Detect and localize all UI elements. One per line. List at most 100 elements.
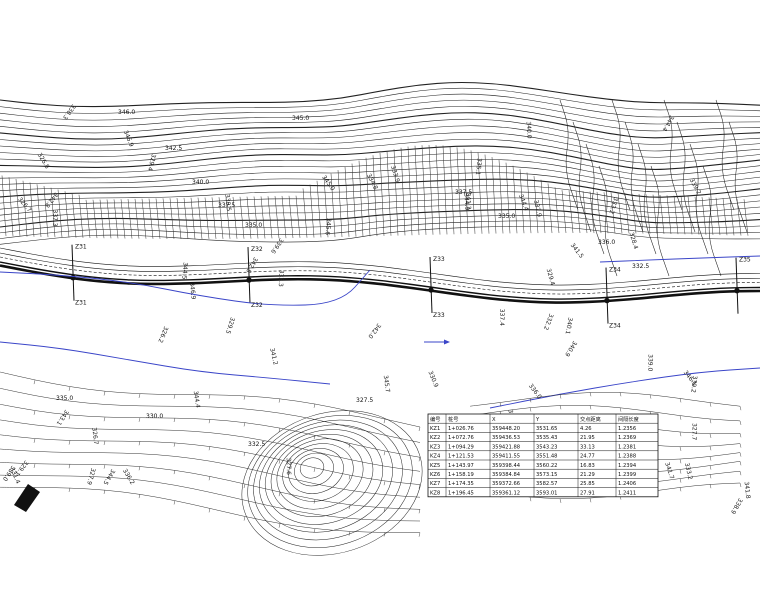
contour-line (0, 215, 760, 234)
hatch-stroke (561, 190, 567, 234)
contour-tick (173, 500, 176, 505)
table-cell: 3593.01 (536, 490, 557, 496)
contour-tick (739, 461, 742, 466)
contour-line (0, 159, 760, 182)
hill-contour (276, 438, 364, 510)
contour-tick (68, 464, 71, 469)
contour-line (0, 178, 760, 198)
contour-line (0, 220, 760, 239)
hatch-stroke (617, 192, 623, 234)
contour-tick (68, 487, 71, 492)
hatch-stroke (624, 193, 630, 234)
hill-contour (294, 452, 334, 487)
elevation-point: 332.3 (277, 269, 285, 287)
hatch-stroke (568, 190, 574, 234)
hatch-stroke (729, 198, 735, 236)
table-cell: 1.2369 (618, 435, 636, 441)
table-cell: 3551.48 (536, 454, 557, 460)
contour-tick (679, 415, 682, 420)
elevation-point: 346.9 (188, 282, 197, 300)
table-cell: 1.2388 (618, 454, 636, 460)
table-cell: 4.26 (580, 426, 592, 432)
hatch-stroke (85, 199, 91, 238)
elevation-point: 327.9 (85, 467, 96, 486)
hatch-stroke (29, 182, 35, 237)
road-edge-line (0, 264, 760, 304)
contour-line (598, 165, 618, 277)
hatch-stroke (281, 195, 287, 239)
elevation-point: 344.5 (180, 262, 188, 280)
hatch-stroke (470, 150, 476, 234)
contour-value: 332.5 (632, 263, 649, 270)
contour-tick (383, 508, 386, 513)
contour-tick (278, 459, 281, 464)
hatch-stroke (253, 196, 259, 239)
table-cell: 1+143.97 (448, 463, 474, 469)
contour-tick (243, 422, 246, 427)
elevation-point: 328.4 (628, 232, 640, 251)
contour-value: 340.0 (192, 179, 209, 186)
elevation-point: 337.3 (51, 209, 58, 226)
section-label: Z32 (251, 246, 263, 253)
contour-value: 335.0 (245, 222, 262, 229)
elevation-point: 327.7 (690, 423, 697, 440)
hatch-stroke (708, 197, 714, 235)
hatch-stroke (169, 198, 175, 239)
table-cell: 1+026.76 (448, 426, 474, 432)
contour-tick (103, 417, 106, 422)
contour-tick (348, 410, 351, 416)
hatch-stroke (442, 145, 448, 235)
contour-tick (679, 469, 682, 474)
table-cell: 3560.22 (536, 463, 557, 469)
contour-tick (559, 394, 562, 399)
river-line (0, 341, 331, 385)
contour-line (676, 121, 696, 233)
contour-tick (619, 392, 622, 397)
elevation-point: 329.4 (146, 153, 157, 172)
river-line (0, 269, 371, 306)
contour-tick (529, 407, 532, 412)
hatch-stroke (225, 197, 231, 239)
hatch-stroke (232, 196, 238, 239)
hatch-stroke (694, 196, 700, 235)
contour-tick (679, 478, 682, 483)
elevation-point: 339.5 (223, 194, 232, 212)
hatch-stroke (379, 152, 385, 236)
contour-tick (348, 531, 351, 536)
contour-tick (619, 407, 622, 412)
contour-line (572, 121, 592, 233)
contour-line (0, 434, 421, 485)
contour-tick (33, 410, 36, 415)
hatch-stroke (736, 198, 742, 236)
table-cell: 359448.20 (492, 426, 520, 432)
contour-line (0, 152, 760, 176)
contour-tick (679, 487, 682, 492)
contour-tick (709, 402, 712, 407)
hatch-stroke (449, 146, 455, 235)
contour-tick (499, 402, 502, 407)
hatch-stroke (743, 199, 749, 236)
hatch-stroke (316, 180, 322, 238)
contour-tick (383, 419, 386, 424)
hatch-stroke (64, 191, 70, 238)
hatch-stroke (722, 198, 728, 236)
table-header-cell: 编号 (430, 415, 440, 423)
table-cell: 359372.66 (492, 481, 520, 487)
elevation-point: 339.0 (646, 354, 653, 371)
contour-line (637, 143, 657, 255)
contour-tick (138, 466, 141, 471)
hatch-stroke (204, 197, 210, 239)
contour-line (469, 392, 741, 407)
table-cell: 1+072.76 (448, 435, 474, 441)
section-line (71, 244, 75, 301)
contour-tick (173, 394, 176, 399)
hatch-stroke (358, 160, 364, 237)
hatch-stroke (57, 189, 63, 238)
contour-tick (709, 474, 712, 479)
hill-contour (259, 424, 393, 533)
contour-tick (348, 443, 351, 448)
contour-tick (709, 465, 712, 470)
contour-tick (33, 380, 36, 385)
hatch-stroke (498, 159, 504, 234)
